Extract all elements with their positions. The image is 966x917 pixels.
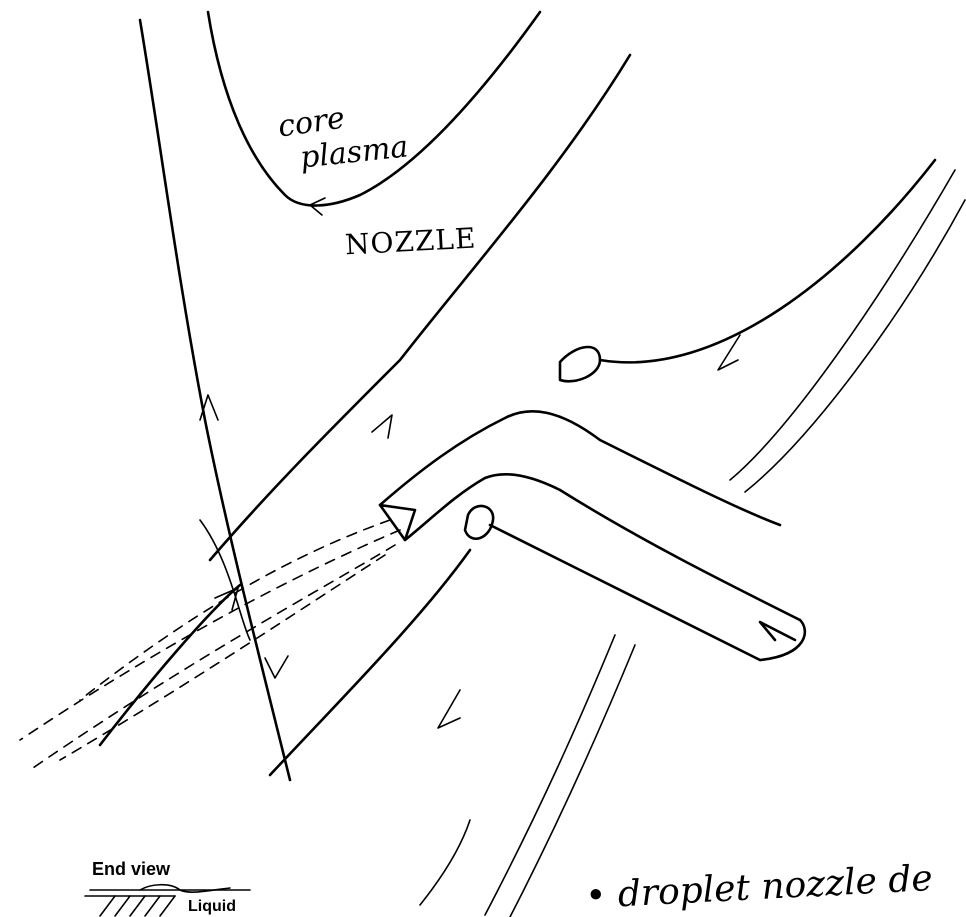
upper-tube-inner-2 <box>745 200 965 492</box>
feed-pipe-outer <box>560 490 800 620</box>
spray-line-1 <box>20 530 400 740</box>
lower-tube-left-wall <box>270 550 470 775</box>
spray-line-4 <box>60 555 385 760</box>
separatrix-right-line <box>210 55 630 560</box>
feed-pipe-inner <box>490 525 760 660</box>
end-view-inset: End view Liquid <box>80 860 260 917</box>
droplet-trajectory <box>100 585 240 745</box>
end-view-title: End view <box>92 860 170 878</box>
liquid-label: Liquid <box>188 899 236 915</box>
arrow-tube-lower-icon <box>438 690 460 728</box>
left-curve <box>200 520 250 640</box>
nozzle-lower-flange <box>465 506 493 539</box>
core-plasma-boundary <box>208 12 540 206</box>
upper-tube-inner <box>730 170 955 480</box>
upper-tube-wall <box>600 160 935 362</box>
arrow-feed-icon <box>760 622 795 640</box>
arrow-wall-icon <box>372 415 392 438</box>
nozzle-label: NOZZLE <box>344 225 477 260</box>
lower-tube-left-edge <box>420 820 470 905</box>
nozzle-upper-flange <box>560 347 600 381</box>
spray-line-2 <box>30 545 395 770</box>
arrow-down-icon <box>265 656 288 678</box>
lower-tube-inner-1 <box>485 635 615 915</box>
nozzle-upper-wall <box>380 411 780 525</box>
